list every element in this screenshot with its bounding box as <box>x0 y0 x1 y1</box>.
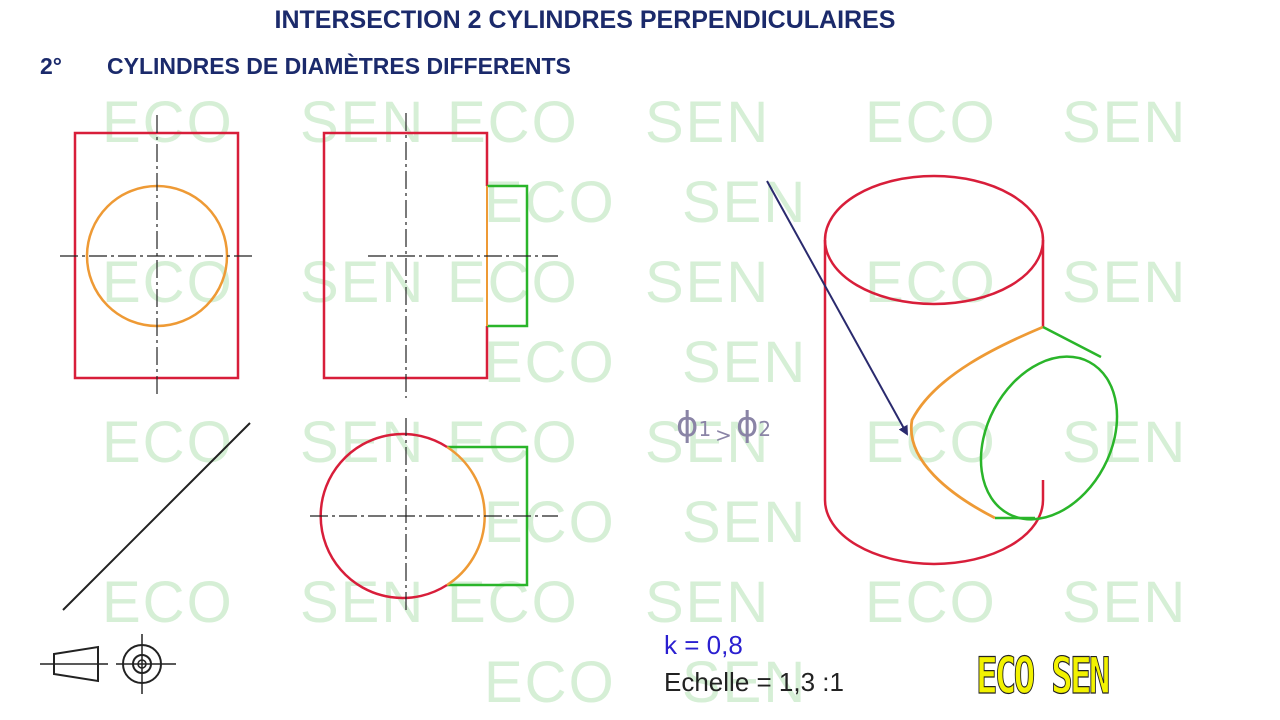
relation-symbol: > <box>715 423 732 447</box>
phi-symbol-1: ϕ <box>676 405 699 445</box>
cylinder-top-ellipse <box>823 174 1045 306</box>
eco-sen-logo: ECO SEN <box>976 646 1111 705</box>
left-view <box>60 115 252 398</box>
cylinder-bottom-arc <box>823 499 1045 566</box>
branch-generatrix-top <box>1042 325 1102 359</box>
diameter-relation: ϕ1>ϕ2 <box>676 405 771 447</box>
intersection-curve <box>909 325 1044 520</box>
page-title: INTERSECTION 2 CYLINDRES PERPENDICULAIRE… <box>274 6 896 34</box>
scale-label: Echelle = 1,3 :1 <box>664 667 844 697</box>
phi-index-2: 2 <box>758 417 772 441</box>
vertical-cylinder-outline <box>322 131 489 380</box>
branch-end-ellipse <box>979 355 1119 521</box>
phi-index-1: 1 <box>698 417 712 441</box>
isometric-view <box>766 174 1119 566</box>
top-view <box>310 418 558 612</box>
pointer-arrow <box>766 180 908 436</box>
section-title: CYLINDRES DE DIAMÈTRES DIFFERENTS <box>107 53 571 79</box>
phi-symbol-2: ϕ <box>735 405 759 445</box>
first-angle-projection-icon <box>40 634 176 694</box>
miter-line <box>62 422 251 611</box>
front-view <box>322 113 558 398</box>
section-number: 2° <box>40 53 62 79</box>
k-coefficient: k = 0,8 <box>664 630 743 660</box>
